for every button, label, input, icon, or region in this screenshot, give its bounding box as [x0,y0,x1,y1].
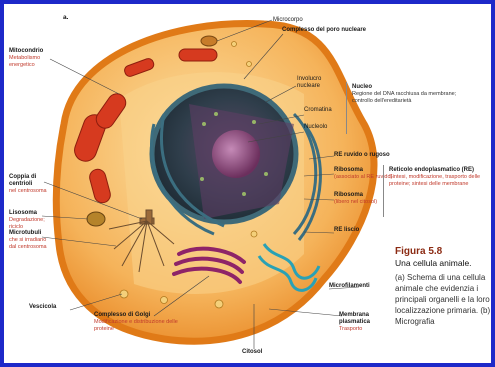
figure-number: Figura 5.8 [395,246,442,257]
label-reticolo: Reticolo endoplasmatico (RE) Sintesi, mo… [389,167,487,187]
panel-letter: a. [63,14,68,21]
nucleolus-shape [212,130,260,178]
label-re-liscio: RE liscio [334,227,359,234]
label-centrioli: Coppia di centrioli nel centrosoma [9,174,49,195]
label-poro-nucleare: Complesso del poro nucleare [282,27,366,34]
figure-title: Una cellula animale. [395,258,472,268]
label-microtubuli: Microtubuli che si irradiano dal centros… [9,230,54,250]
label-ribosoma-libero: Ribosoma (libero nel citosol) [334,192,377,206]
label-golgi: Complesso di Golgi Modificazione e distr… [94,312,184,332]
label-nucleolo: Nucleolo [304,124,327,131]
label-lisosoma: Lisosoma Degradazione; riciclo [9,210,54,230]
lysosome-shape [87,212,105,226]
microbody-shape [201,36,217,46]
label-involucro: Involucro nucleare [297,76,337,90]
label-microfilamenti: Microfilamenti [329,283,370,290]
re-bracket [383,165,384,217]
label-membrana: Membrana plasmatica Trasporto [339,312,384,333]
label-citosol: Citosol [242,349,262,356]
label-microcorpo: Microcorpo [273,17,303,24]
label-re-ruvido: RE ruvido o rugoso [334,152,390,159]
label-vescicola: Vescicola [29,304,56,311]
label-cromatina: Cromatina [304,107,332,114]
label-mitocondrio: Mitocondrio Metabolismo energetico [9,48,54,68]
nucleo-bracket [346,82,347,134]
figure-caption: (a) Schema di una cellula animale che ev… [395,272,491,327]
label-nucleo: Nucleo Regione del DNA racchiusa da memb… [352,84,462,104]
